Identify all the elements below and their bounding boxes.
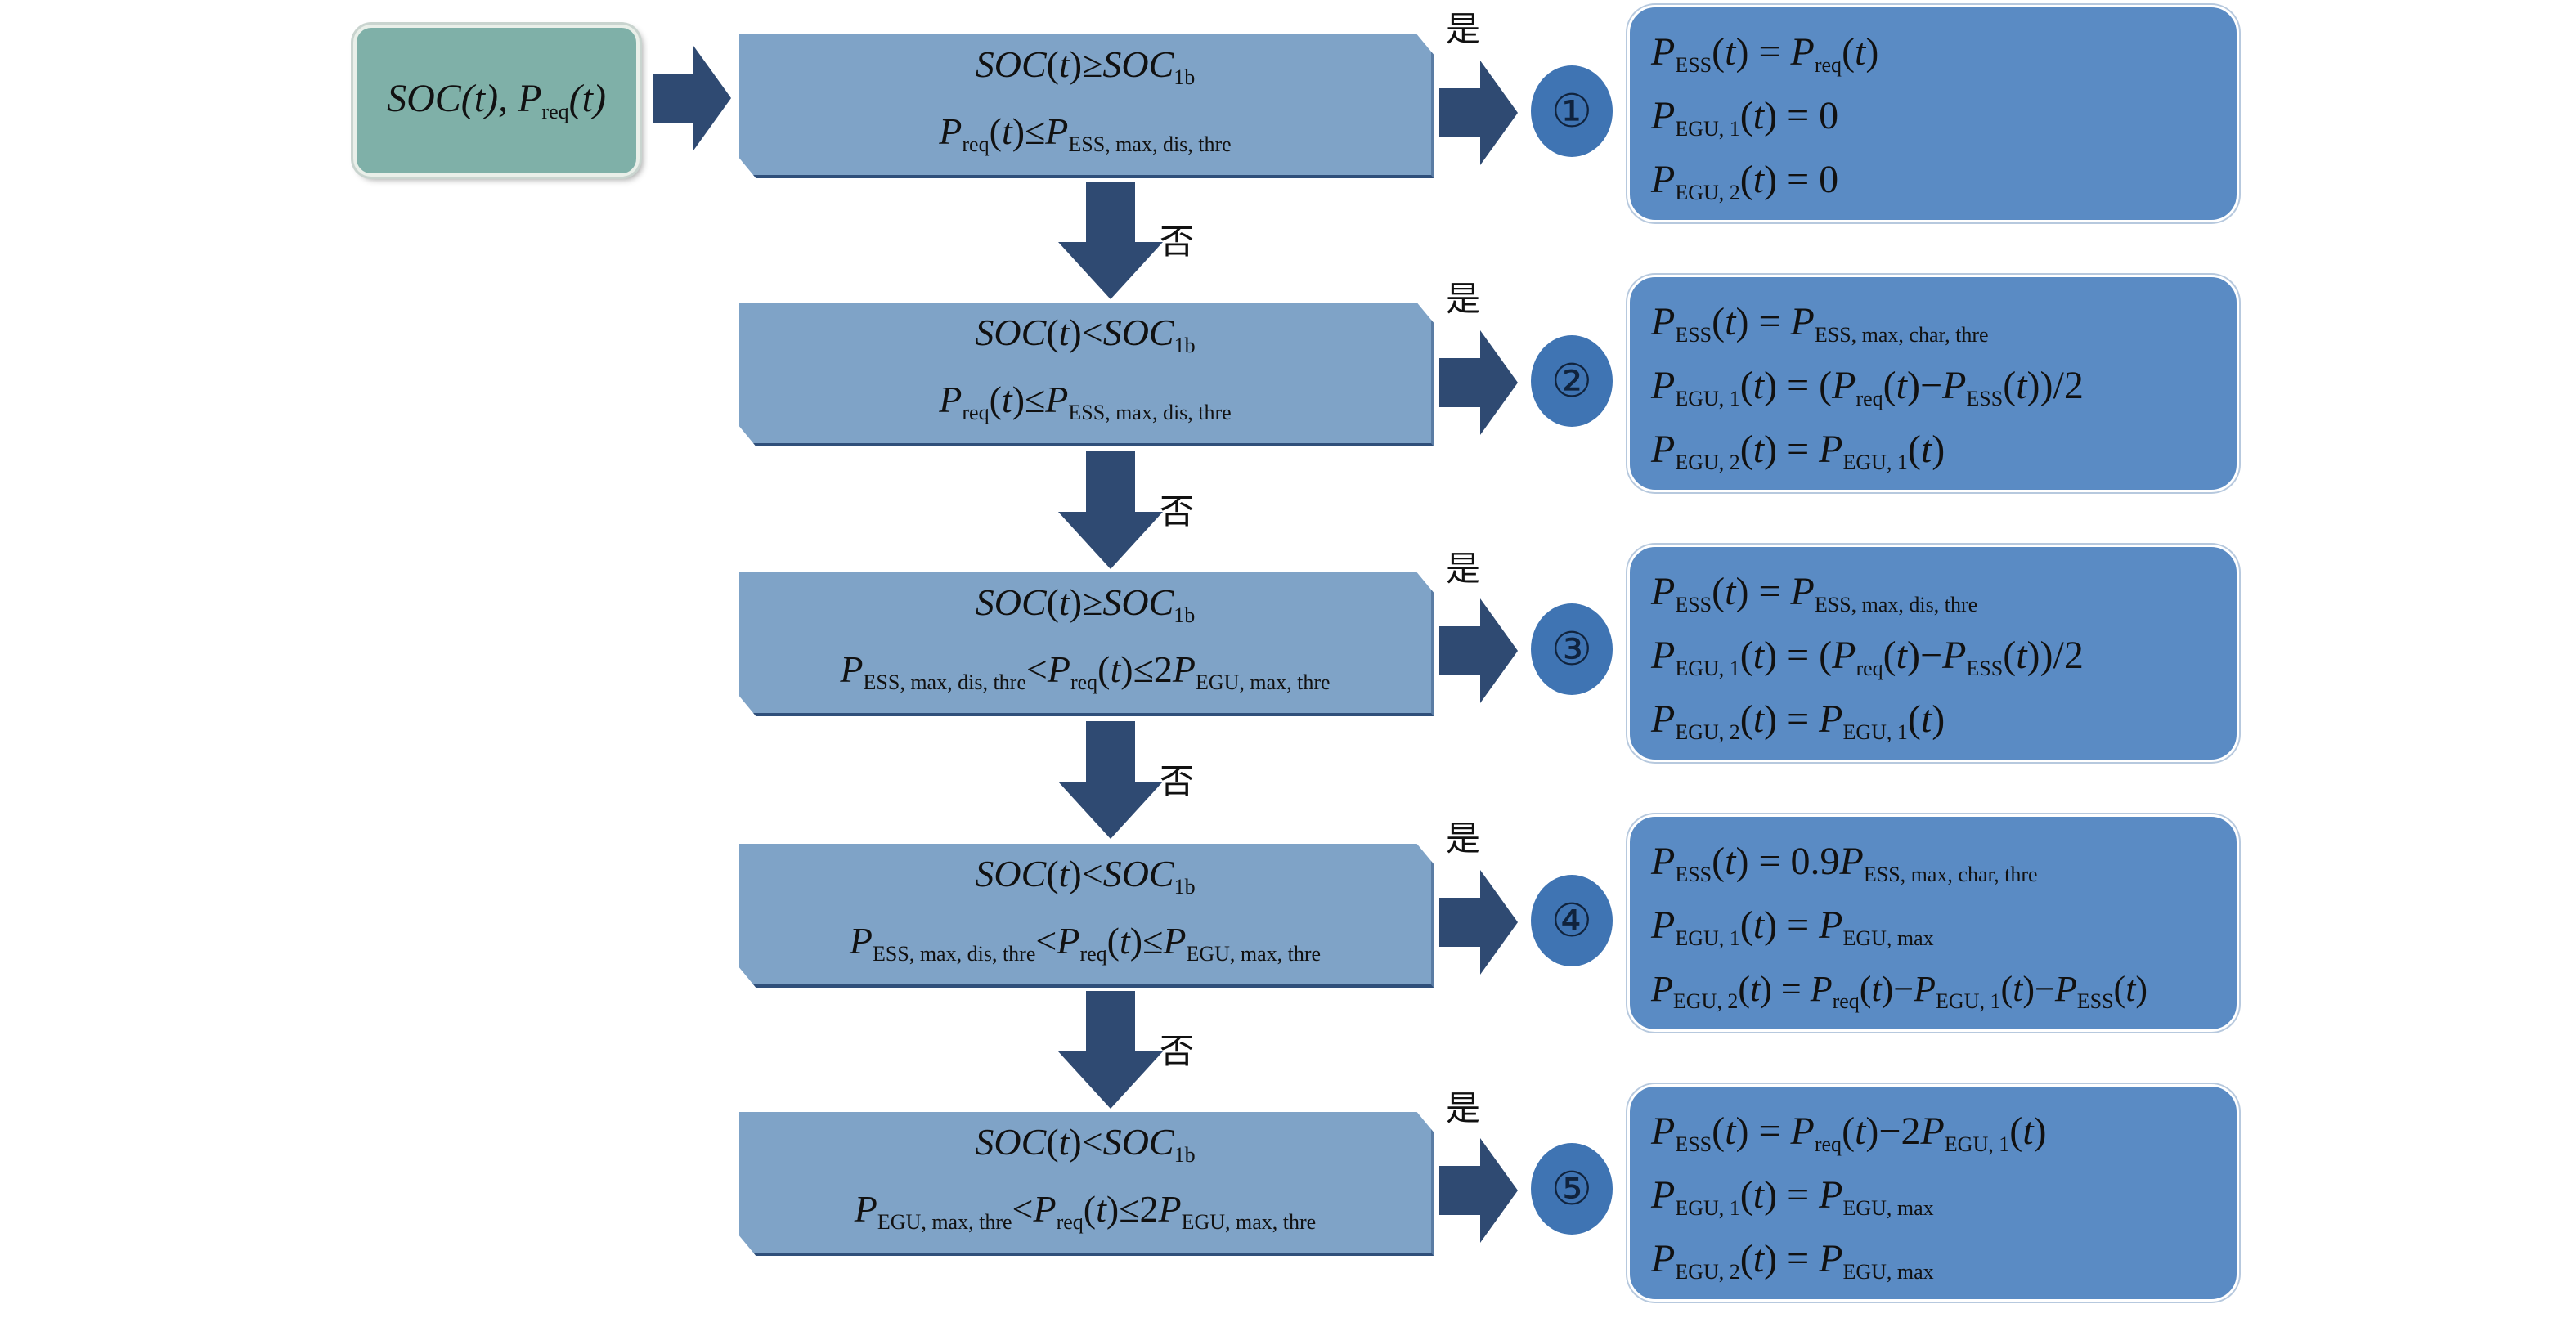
condition-box-4: SOC(t)<SOC1b PESS, max, dis, thre<Preq(t… — [739, 844, 1434, 988]
result-box-1: PESS(t) = Preq(t) PEGU, 1(t) = 0 PEGU, 2… — [1627, 5, 2239, 222]
yes-label: 是 — [1446, 1088, 1481, 1128]
no-label: 否 — [1160, 491, 1195, 531]
outcome-number-2: ② — [1531, 335, 1613, 427]
result-line: PEGU, 2(t) = 0 — [1651, 158, 1839, 205]
arrow-right-icon — [1439, 61, 1518, 165]
arrow-down-icon — [1058, 451, 1163, 569]
yes-label: 是 — [1446, 549, 1481, 589]
condition-line: Preq(t)≤PESS, max, dis, thre — [939, 379, 1232, 425]
yes-label: 是 — [1446, 279, 1481, 319]
outcome-number-3: ③ — [1531, 603, 1613, 695]
result-line: PESS(t) = PESS, max, dis, thre — [1651, 570, 1978, 617]
result-line: PEGU, 1(t) = 0 — [1651, 94, 1839, 141]
input-box: SOC(t), Preq(t) — [353, 25, 640, 177]
condition-line: PESS, max, dis, thre<Preq(t)≤2PEGU, max,… — [840, 648, 1331, 695]
result-line: PEGU, 2(t) = PEGU, max — [1651, 1237, 1934, 1284]
condition-box-5: SOC(t)<SOC1b PEGU, max, thre<Preq(t)≤2PE… — [739, 1112, 1434, 1256]
result-line: PESS(t) = 0.9PESS, max, char, thre — [1651, 840, 2038, 887]
outcome-number-4: ④ — [1531, 875, 1613, 966]
no-label: 否 — [1160, 761, 1195, 801]
condition-box-3: SOC(t)≥SOC1b PESS, max, dis, thre<Preq(t… — [739, 572, 1434, 716]
yes-label: 是 — [1446, 818, 1481, 858]
arrow-down-icon — [1058, 991, 1163, 1109]
outcome-number-1: ① — [1531, 65, 1613, 157]
condition-box-2: SOC(t)<SOC1b Preq(t)≤PESS, max, dis, thr… — [739, 303, 1434, 446]
result-box-4: PESS(t) = 0.9PESS, max, char, thre PEGU,… — [1627, 814, 2239, 1032]
result-line: PESS(t) = Preq(t) — [1651, 30, 1879, 78]
condition-line: PESS, max, dis, thre<Preq(t)≤PEGU, max, … — [849, 920, 1322, 966]
input-label: SOC(t), Preq(t) — [387, 77, 606, 124]
condition-line: PEGU, max, thre<Preq(t)≤2PEGU, max, thre — [854, 1188, 1317, 1235]
result-line: PESS(t) = PESS, max, char, thre — [1651, 300, 1989, 347]
arrow-down-icon — [1058, 721, 1163, 839]
condition-line: SOC(t)≥SOC1b — [975, 43, 1196, 89]
result-line: PEGU, 1(t) = PEGU, max — [1651, 1173, 1934, 1221]
result-line: PEGU, 2(t) = Preq(t)−PEGU, 1(t)−PESS(t) — [1651, 969, 2148, 1014]
condition-line: SOC(t)<SOC1b — [975, 311, 1196, 357]
arrow-right-icon — [653, 46, 731, 150]
result-line: PEGU, 1(t) = (Preq(t)−PESS(t))/2 — [1651, 364, 2084, 411]
condition-box-1: SOC(t)≥SOC1b Preq(t)≤PESS, max, dis, thr… — [739, 34, 1434, 178]
condition-line: SOC(t)<SOC1b — [975, 1120, 1196, 1167]
arrow-right-icon — [1439, 598, 1518, 703]
result-box-5: PESS(t) = Preq(t)−2PEGU, 1(t) PEGU, 1(t)… — [1627, 1084, 2239, 1302]
no-label: 否 — [1160, 222, 1195, 262]
result-line: PESS(t) = Preq(t)−2PEGU, 1(t) — [1651, 1110, 2047, 1157]
condition-line: SOC(t)≥SOC1b — [975, 581, 1196, 627]
result-line: PEGU, 2(t) = PEGU, 1(t) — [1651, 428, 1945, 475]
arrow-right-icon — [1439, 870, 1518, 975]
arrow-right-icon — [1439, 1138, 1518, 1243]
yes-label: 是 — [1446, 9, 1481, 49]
result-box-3: PESS(t) = PESS, max, dis, thre PEGU, 1(t… — [1627, 545, 2239, 762]
result-box-2: PESS(t) = PESS, max, char, thre PEGU, 1(… — [1627, 275, 2239, 492]
outcome-number-5: ⑤ — [1531, 1143, 1613, 1235]
condition-line: Preq(t)≤PESS, max, dis, thre — [939, 110, 1232, 157]
arrow-right-icon — [1439, 330, 1518, 435]
result-line: PEGU, 2(t) = PEGU, 1(t) — [1651, 697, 1945, 745]
result-line: PEGU, 1(t) = (Preq(t)−PESS(t))/2 — [1651, 634, 2084, 681]
condition-line: SOC(t)<SOC1b — [975, 852, 1196, 899]
result-line: PEGU, 1(t) = PEGU, max — [1651, 903, 1934, 951]
arrow-down-icon — [1058, 182, 1163, 299]
no-label: 否 — [1160, 1031, 1195, 1071]
